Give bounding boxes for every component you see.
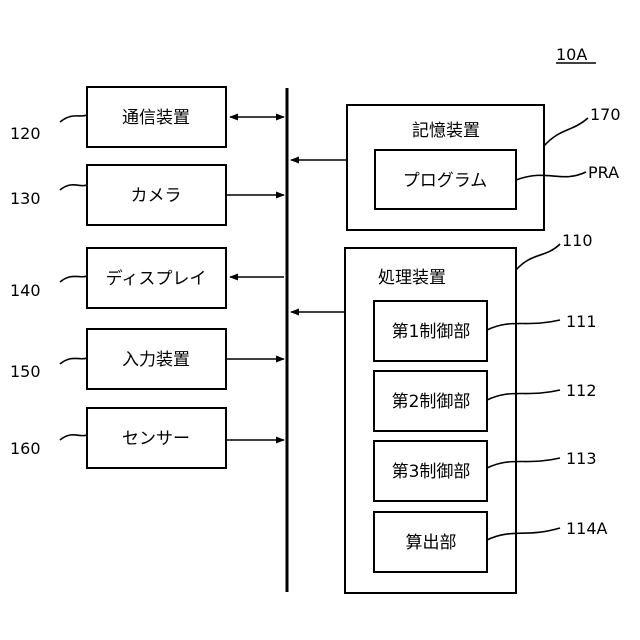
input-device-label: 入力装置 xyxy=(122,350,190,370)
camera: カメラ 130 xyxy=(10,165,284,225)
processing-device-ref: 110 xyxy=(562,231,593,250)
second-control-unit-label: 第2制御部 xyxy=(392,392,471,412)
second-control-unit-ref: 112 xyxy=(566,381,597,400)
calculation-unit-ref: 114A xyxy=(566,519,608,538)
input-device-leader xyxy=(60,358,87,364)
first-control-unit-ref: 111 xyxy=(566,312,597,331)
storage-device-leader xyxy=(544,118,588,146)
camera-label: カメラ xyxy=(131,186,182,206)
sensor-label: センサー xyxy=(122,429,190,449)
processing-device-leader xyxy=(516,244,560,270)
calculation-unit-label: 算出部 xyxy=(406,533,457,553)
program-ref: PRA xyxy=(588,163,619,182)
figure-label: 10A xyxy=(556,45,587,64)
program-label: プログラム xyxy=(403,171,488,191)
sensor-leader xyxy=(60,435,87,440)
first-control-unit-label: 第1制御部 xyxy=(392,322,471,342)
communication-device-leader xyxy=(60,115,87,122)
processing-device-label: 処理装置 xyxy=(378,268,446,288)
storage-device: 記憶装置 170 プログラム PRA xyxy=(291,105,621,230)
camera-leader xyxy=(60,185,87,190)
input-device: 入力装置 150 xyxy=(10,329,284,389)
communication-device: 通信装置 120 xyxy=(10,87,284,147)
storage-device-ref: 170 xyxy=(590,105,621,124)
sensor-ref: 160 xyxy=(10,439,41,458)
display-leader xyxy=(60,276,87,282)
third-control-unit-ref: 113 xyxy=(566,449,597,468)
third-control-unit-label: 第3制御部 xyxy=(392,462,471,482)
communication-device-label: 通信装置 xyxy=(122,108,190,128)
display-label: ディスプレイ xyxy=(106,268,207,289)
display: ディスプレイ 140 xyxy=(10,248,284,308)
processing-device: 処理装置 110 第1制御部 111 第2制御部 112 第3制御部 113 算… xyxy=(291,231,608,593)
camera-ref: 130 xyxy=(10,189,41,208)
storage-device-label: 記憶装置 xyxy=(412,121,480,141)
display-ref: 140 xyxy=(10,281,41,300)
sensor: センサー 160 xyxy=(10,408,284,468)
communication-device-ref: 120 xyxy=(10,124,41,143)
input-device-ref: 150 xyxy=(10,362,41,381)
